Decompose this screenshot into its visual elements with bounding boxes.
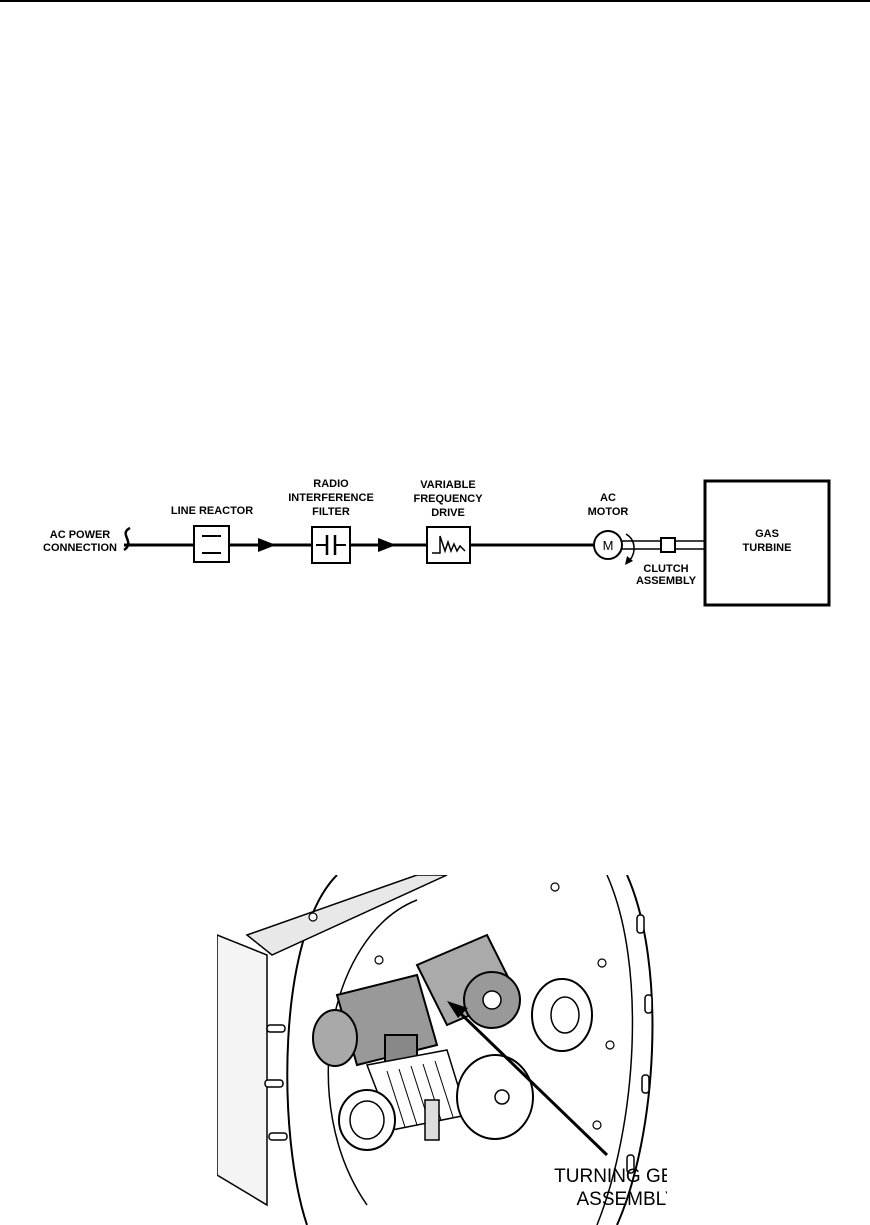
header-rule	[0, 0, 870, 2]
gas-turbine-label-line1: GAS	[755, 528, 779, 540]
line-reactor-box	[194, 526, 229, 562]
clutch-label-line2: ASSEMBLY	[636, 575, 697, 587]
small-box	[425, 1100, 439, 1140]
rif-label-line1: RADIO	[313, 478, 349, 490]
flow-arrow-2	[378, 538, 396, 552]
turning-gear-callout-line1: TURNING GEAR	[554, 1166, 667, 1187]
line-reactor-label: LINE REACTOR	[171, 505, 253, 517]
ac-power-label-line1: AC POWER	[50, 529, 111, 541]
rotation-arrow	[626, 534, 634, 560]
output-shaft	[483, 991, 501, 1009]
lower-flange-inner	[350, 1101, 384, 1139]
turning-gear-illustration: TURNING GEAR ASSEMBLY	[217, 875, 667, 1225]
ac-power-label-line2: CONNECTION	[43, 542, 117, 554]
rif-label-line3: FILTER	[312, 506, 350, 518]
fan-hub	[495, 1090, 509, 1104]
coupling-bore	[551, 997, 579, 1033]
ac-motor-label-line1: AC	[600, 492, 616, 504]
vfd-label-line3: DRIVE	[431, 507, 465, 519]
vfd-label-line1: VARIABLE	[420, 479, 475, 491]
vfd-label-line2: FREQUENCY	[413, 493, 483, 505]
turning-gear-callout-line2: ASSEMBLY	[576, 1189, 667, 1210]
power-break-symbol	[124, 528, 130, 550]
flow-arrow-1	[258, 538, 276, 552]
turning-gear-block-diagram: AC POWER CONNECTION LINE REACTOR RADIO I…	[0, 470, 870, 620]
ac-motor-label-line2: MOTOR	[588, 506, 629, 518]
motor-end-cap	[313, 1010, 357, 1066]
gas-turbine-label-line2: TURBINE	[743, 542, 792, 554]
clutch-label-line1: CLUTCH	[643, 563, 688, 575]
rif-label-line2: INTERFERENCE	[288, 492, 374, 504]
motor-letter: M	[603, 538, 614, 553]
left-frame	[217, 935, 267, 1205]
clutch-symbol	[661, 538, 675, 552]
